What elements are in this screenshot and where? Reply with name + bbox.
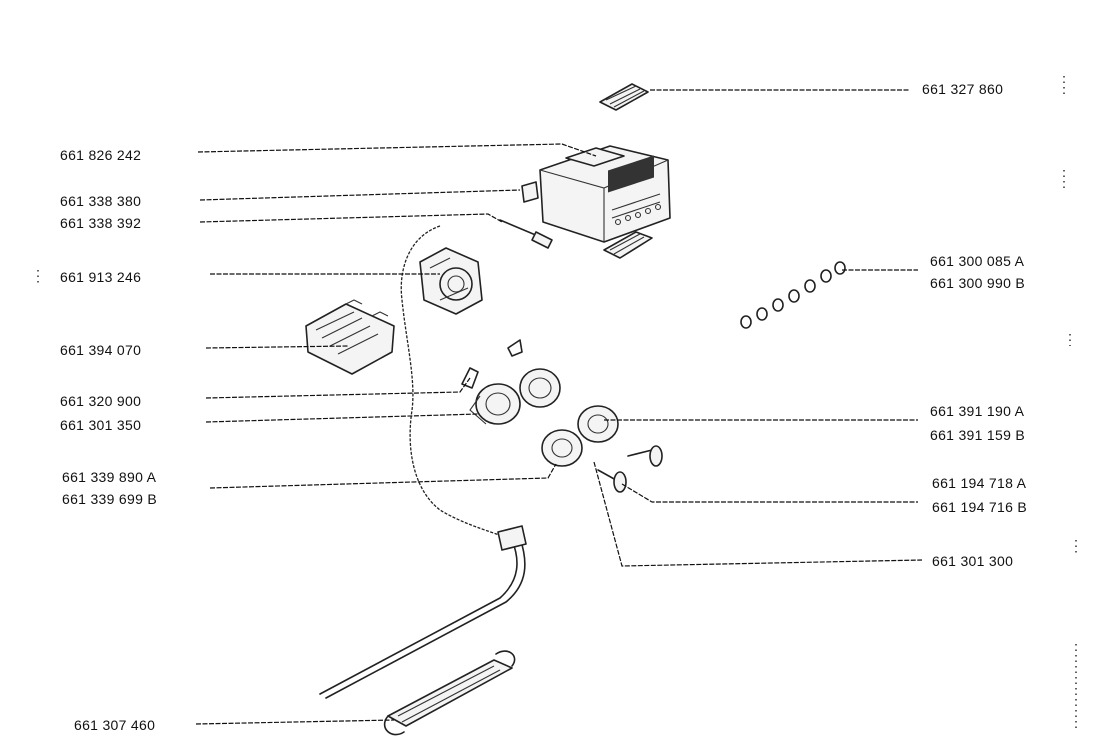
part-labels: 661 327 860 661 826 242 661 338 380 661 … bbox=[60, 81, 1027, 733]
ring-set-part bbox=[740, 261, 846, 329]
cover-plate-part bbox=[599, 83, 649, 111]
part-label-661-320-900: 661 320 900 bbox=[60, 393, 141, 409]
edge-dots bbox=[37, 76, 1077, 730]
part-label-661-339-699-b: 661 339 699 B bbox=[62, 491, 157, 507]
control-knob-icon bbox=[541, 405, 663, 493]
part-label-661-826-242: 661 826 242 bbox=[60, 147, 141, 163]
part-label-661-301-300: 661 301 300 bbox=[932, 553, 1013, 569]
part-label-661-327-860: 661 327 860 bbox=[922, 81, 1003, 97]
part-label-661-338-392: 661 338 392 bbox=[60, 215, 141, 231]
part-label-661-301-350: 661 301 350 bbox=[60, 417, 141, 433]
part-label-661-913-246: 661 913 246 bbox=[60, 269, 141, 285]
part-label-661-339-890-a: 661 339 890 A bbox=[62, 469, 157, 485]
capillary-wire bbox=[400, 225, 513, 541]
part-label-661-394-070: 661 394 070 bbox=[60, 342, 141, 358]
part-label-661-194-718-a: 661 194 718 A bbox=[932, 475, 1027, 491]
contact-block-part bbox=[305, 299, 395, 375]
part-label-661-307-460: 661 307 460 bbox=[74, 717, 155, 733]
screw-part bbox=[499, 219, 553, 249]
temperature-probe-icon bbox=[319, 525, 527, 699]
part-label-661-391-190-a: 661 391 190 A bbox=[930, 403, 1025, 419]
leader-lines bbox=[195, 89, 923, 725]
part-label-661-338-380: 661 338 380 bbox=[60, 193, 141, 209]
part-label-661-391-159-b: 661 391 159 B bbox=[930, 427, 1025, 443]
part-label-661-300-085-a: 661 300 085 A bbox=[930, 253, 1025, 269]
clip-part bbox=[461, 339, 523, 389]
rotary-switch-part bbox=[469, 368, 561, 425]
part-label-661-300-990-b: 661 300 990 B bbox=[930, 275, 1025, 291]
part-label-661-194-716-b: 661 194 716 B bbox=[932, 499, 1027, 515]
timer-module-icon bbox=[521, 145, 671, 259]
thermostat-icon bbox=[419, 247, 483, 315]
probe-bracket-part bbox=[383, 650, 516, 736]
